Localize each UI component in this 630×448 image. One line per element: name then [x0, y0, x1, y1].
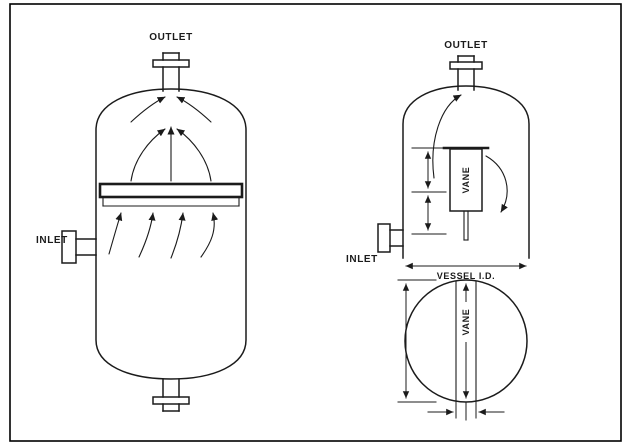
right-outlet-label: OUTLET: [444, 40, 488, 51]
left-outlet-nozzle: [152, 52, 190, 92]
plan-view-figure: VANE: [397, 279, 528, 421]
drawing-border: [9, 3, 622, 442]
mesh-pad: [98, 182, 244, 207]
left-bottom-nozzle: [152, 378, 190, 412]
right-inlet-nozzle: INLET: [346, 223, 404, 265]
left-vessel-shell: [95, 88, 247, 380]
right-vessel-figure: OUTLET VANE: [346, 40, 530, 281]
vessel-id-dimension: VESSEL I.D.: [405, 262, 527, 281]
plan-bottom-dimension: [427, 401, 505, 421]
left-inlet-nozzle: INLET: [36, 230, 97, 264]
plan-left-dimension: [397, 279, 437, 403]
left-vessel-figure: OUTLET: [36, 32, 247, 412]
vessel-id-label: VESSEL I.D.: [437, 271, 495, 281]
vane-box: VANE: [442, 146, 490, 241]
flow-arrows-below-pad: [108, 212, 219, 259]
left-outlet-label: OUTLET: [149, 32, 193, 43]
right-inlet-label: INLET: [346, 254, 378, 265]
left-inlet-label: INLET: [36, 235, 68, 246]
right-vessel-shell: [402, 85, 530, 259]
flow-arrows-above-pad: [130, 96, 212, 182]
right-vertical-dimensions: [411, 147, 447, 235]
plan-vane-label-mask: [459, 302, 473, 342]
right-flow-arrows: [432, 94, 508, 213]
right-outlet-nozzle: [449, 55, 483, 91]
vane-label: VANE: [461, 167, 471, 194]
plan-vane-label: VANE: [461, 309, 471, 336]
